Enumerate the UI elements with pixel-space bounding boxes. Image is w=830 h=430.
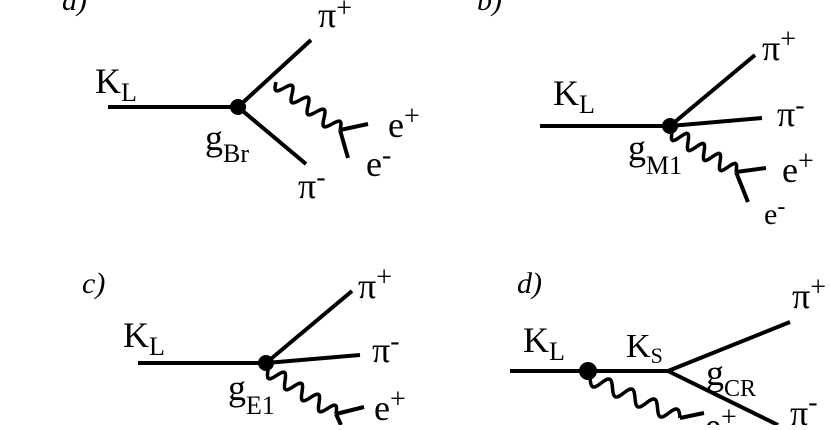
- vertex-a: [230, 99, 246, 115]
- pi-minus-label-a: π-: [298, 162, 326, 206]
- diagram-b: b) KL gM1 π+ π- e+ e-: [477, 0, 814, 231]
- e-minus-line-b: [734, 171, 750, 203]
- coupling-label-d: gCR: [706, 353, 756, 402]
- e-plus-line-c: [335, 405, 365, 416]
- ks-label-d: KS: [626, 328, 663, 368]
- diagram-d: d) KL KS gCR π+ π- e+: [510, 267, 826, 430]
- coupling-label-b: gM1: [628, 128, 682, 180]
- pi-plus-line-d: [667, 320, 791, 373]
- e-plus-line-a: [339, 122, 369, 132]
- pi-minus-line-c: [265, 353, 361, 365]
- e-minus-line-a: [338, 129, 350, 159]
- pi-minus-label-d: π-: [790, 387, 818, 425]
- pi-plus-label-b: π+: [762, 24, 796, 68]
- e-plus-label-b: e+: [782, 146, 814, 190]
- e-minus-line-c: [334, 413, 343, 426]
- pi-plus-line-a: [236, 38, 313, 109]
- e-plus-label-d: e+: [705, 402, 737, 425]
- diagram-a: a) KL gBr π+ π- e+ e-: [62, 0, 420, 206]
- pi-minus-line-a: [236, 105, 308, 166]
- pi-minus-line-b: [669, 116, 763, 128]
- kl-label-d: KL: [523, 320, 565, 366]
- e-minus-label-b: e-: [764, 194, 785, 231]
- e-plus-label-c: e+: [374, 384, 406, 425]
- panel-label-a: a): [62, 0, 87, 17]
- pi-plus-label-a: π+: [318, 0, 352, 35]
- pi-minus-line-d: [667, 369, 779, 427]
- kl-label-c: KL: [123, 315, 165, 361]
- panel-label-d: d): [517, 267, 542, 300]
- photon-line-b: [669, 131, 739, 173]
- e-minus-label-a: e-: [366, 140, 391, 184]
- e-plus-label-a: e+: [388, 101, 420, 145]
- vertex-c: [258, 355, 274, 371]
- pi-plus-label-c: π+: [358, 262, 392, 306]
- photon-line-a: [273, 81, 343, 131]
- coupling-label-a: gBr: [205, 118, 249, 168]
- vertex-b: [662, 118, 678, 134]
- panel-label-b: b): [477, 0, 502, 17]
- pi-minus-label-c: π-: [372, 326, 400, 370]
- pi-plus-label-d: π+: [792, 272, 826, 316]
- panel-label-c: c): [82, 267, 105, 300]
- e-plus-line-d: [679, 411, 705, 420]
- vertex-d: [579, 362, 597, 380]
- kl-label-a: KL: [95, 61, 137, 107]
- pi-plus-line-b: [668, 53, 757, 128]
- photon-line-c: [265, 369, 339, 415]
- e-plus-line-b: [735, 166, 767, 174]
- coupling-label-c: gE1: [228, 368, 275, 420]
- photon-line-d: [588, 377, 682, 419]
- pi-plus-line-c: [264, 289, 354, 365]
- diagram-c: c) KL gE1 π+ π- e+: [82, 262, 406, 428]
- kl-label-b: KL: [553, 73, 595, 119]
- pi-minus-label-b: π-: [777, 90, 805, 134]
